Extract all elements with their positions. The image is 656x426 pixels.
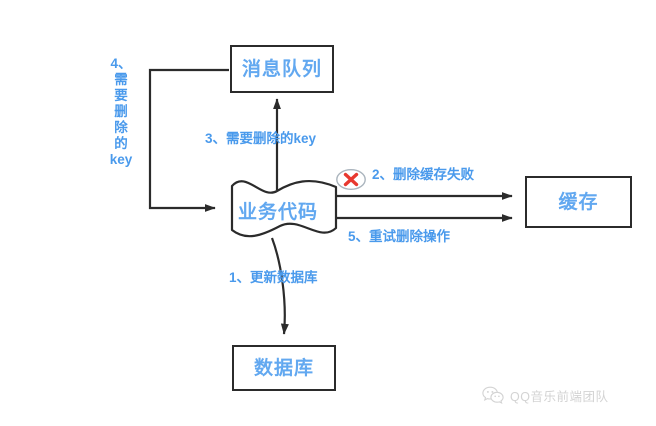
edge-label-step4-char: 删: [114, 103, 128, 119]
red-x-circle-icon: [336, 168, 366, 191]
node-business-code[interactable]: 业务代码: [238, 197, 318, 224]
edge-label-step3: 3、需要删除的key: [205, 131, 317, 146]
edge-step1-connector: [270, 237, 289, 335]
edge-label-step5: 5、重试删除操作: [348, 229, 451, 244]
business-code-shape: [230, 180, 338, 238]
node-business-code-label: 业务代码: [238, 202, 319, 223]
node-database-label: 数据库: [253, 357, 314, 379]
edge-label-step4-char: 除: [114, 119, 128, 135]
node-cache-label: 缓存: [558, 191, 599, 213]
wechat-logo-icon: [482, 386, 504, 405]
node-message-queue-label: 消息队列: [241, 58, 322, 80]
node-cache[interactable]: 缓存: [525, 176, 632, 228]
edge-label-step1: 1、更新数据库: [229, 270, 318, 285]
edge-label-step4-char: key: [109, 151, 133, 167]
edge-label-step2: 2、删除缓存失败: [372, 167, 475, 182]
node-message-queue[interactable]: 消息队列: [230, 45, 334, 93]
node-database[interactable]: 数据库: [232, 345, 336, 391]
edge-step4-connector: [148, 68, 229, 212]
watermark-text: QQ音乐前端团队: [510, 390, 609, 404]
edge-label-step4-char: 需: [114, 71, 128, 87]
edge-label-step4-char: 的: [114, 135, 128, 151]
edge-label-step4-char: 4、: [110, 56, 132, 71]
watermark: QQ音乐前端团队: [482, 386, 608, 405]
edge-label-step4-char: 要: [114, 87, 128, 103]
